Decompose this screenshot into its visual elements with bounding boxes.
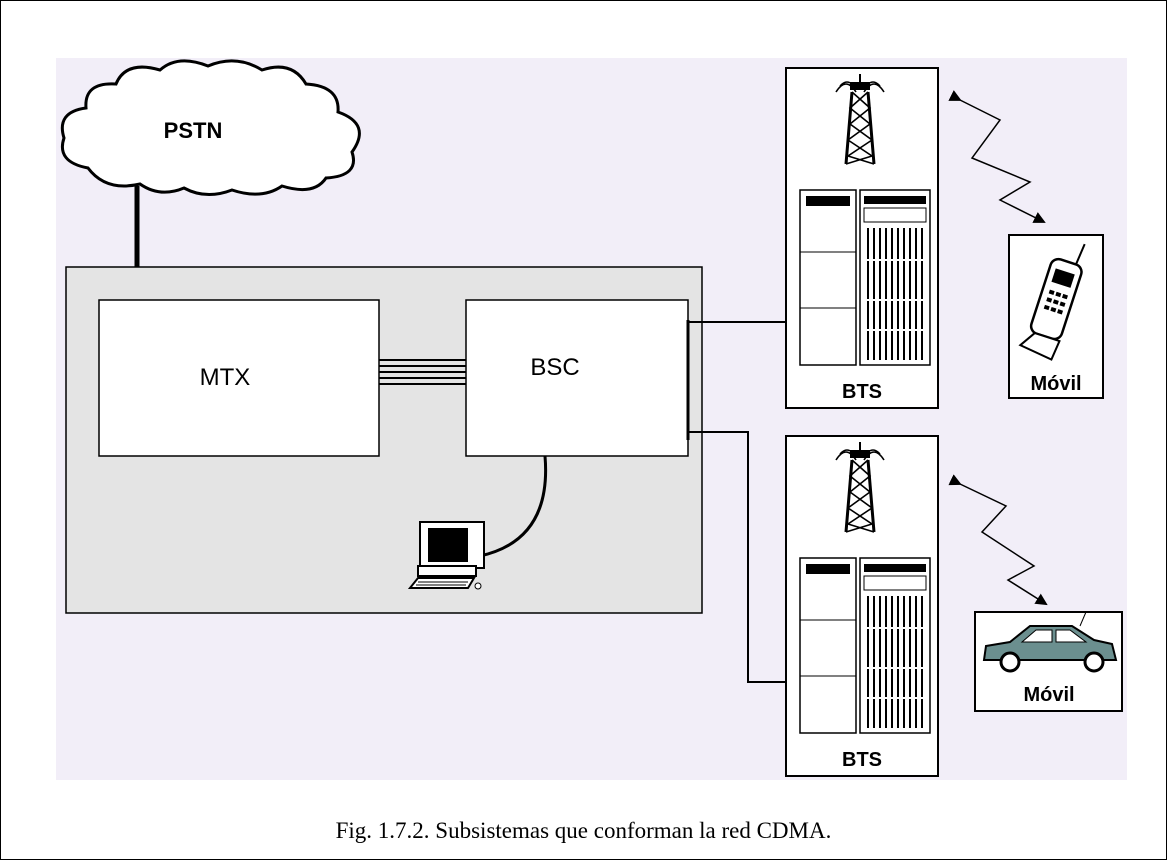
mobile-car-label: Móvil bbox=[1023, 684, 1074, 706]
car-icon bbox=[982, 611, 1118, 673]
figure-caption: Fig. 1.7.2. Subsistemas que conforman la… bbox=[335, 818, 832, 843]
pstn-label: PSTN bbox=[164, 118, 223, 143]
bts-bottom-label: BTS bbox=[842, 749, 882, 771]
mtx-box: MTX bbox=[98, 299, 380, 457]
mobile-car: Móvil bbox=[974, 611, 1123, 712]
cloud-icon bbox=[60, 59, 361, 196]
pstn-cloud: PSTN bbox=[60, 59, 361, 196]
mtx-label: MTX bbox=[200, 364, 251, 391]
bts-top-label: BTS bbox=[842, 381, 882, 403]
bsc-terminal-cable bbox=[479, 455, 548, 558]
computer-terminal-icon bbox=[407, 521, 485, 590]
mtx-bsc-link bbox=[379, 359, 466, 385]
radio-link-icon bbox=[948, 474, 1048, 606]
radio-link-icon bbox=[948, 90, 1046, 223]
bts-top: BTS bbox=[785, 67, 939, 409]
cellphone-icon bbox=[1018, 243, 1086, 361]
equipment-rack-icon bbox=[799, 189, 931, 366]
bsc-bts-bottom-link bbox=[688, 431, 786, 683]
mobile-phone: Móvil bbox=[1008, 234, 1104, 399]
equipment-rack-icon bbox=[799, 557, 931, 734]
mobile-phone-label: Móvil bbox=[1030, 373, 1081, 395]
bsc-label: BSC bbox=[530, 354, 579, 381]
bts-bottom: BTS bbox=[785, 435, 939, 777]
bsc-box: BSC bbox=[465, 299, 690, 457]
